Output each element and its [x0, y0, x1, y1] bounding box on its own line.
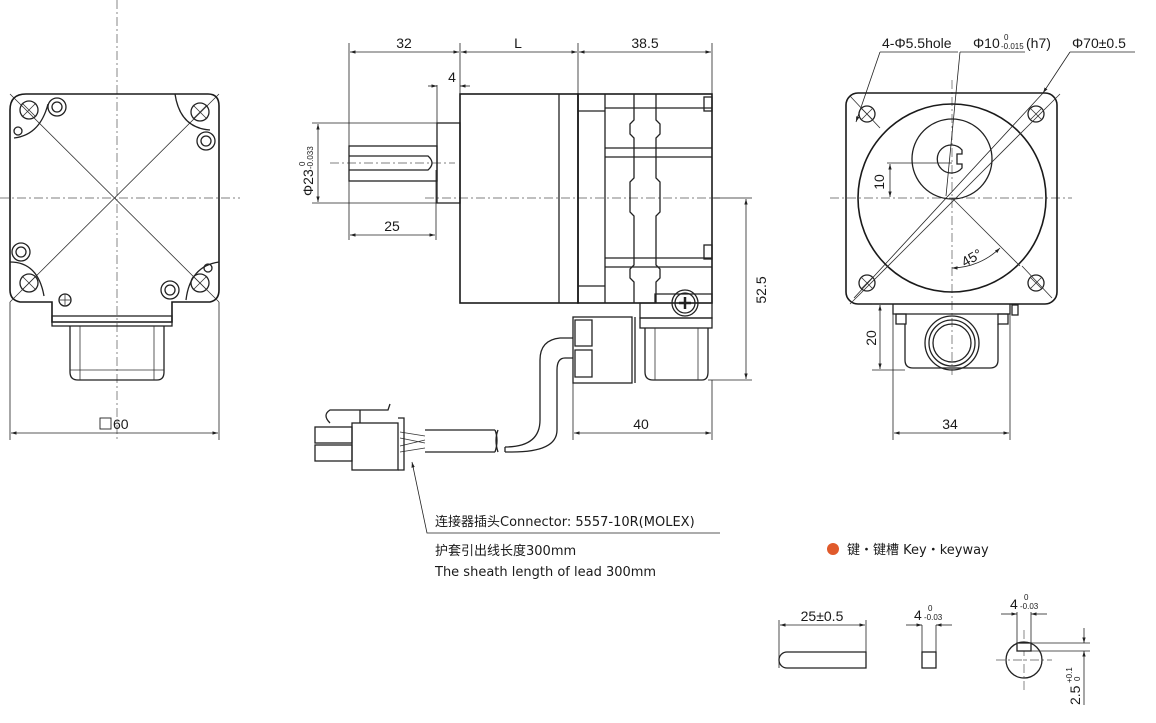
dim-label-4: 4: [448, 69, 456, 85]
rear-flange: [845, 92, 1058, 305]
slot-depth-label: 2.5 +0.1 0: [1065, 667, 1083, 705]
connector-note: 连接器插头Connector: 5557-10R(MOLEX): [435, 514, 695, 530]
front-diagonal-2: [9, 93, 220, 303]
front-housing: [9, 93, 220, 323]
svg-text:-0.03: -0.03: [1020, 602, 1039, 611]
dim-label-25: 25: [384, 218, 400, 234]
svg-text:4: 4: [1010, 596, 1018, 612]
lead-note-cn: 护套引出线长度300mm: [435, 543, 576, 559]
keyed-shaft: [936, 144, 963, 174]
svg-text:0: 0: [1024, 593, 1029, 602]
rear-cable-gland: [924, 315, 980, 371]
dim-label-10: 10: [871, 174, 887, 190]
molex-connector: [314, 403, 405, 471]
key: [349, 155, 433, 171]
holes-label: 4-Φ5.5hole: [882, 35, 952, 51]
svg-text:2.5: 2.5: [1067, 685, 1083, 705]
rear-view: 4-Φ5.5hole Φ10 0 -0.015 (h7) Φ70±0.5 10 …: [830, 33, 1135, 440]
boss-circle: [911, 118, 993, 200]
dim-label-L: L: [514, 35, 522, 51]
front-connector-body: [69, 326, 165, 381]
cable-upper-edge: [504, 337, 573, 448]
key-keyway-section: 键・键槽 Key・keyway 25±0.5 4 0 -0.03 4 0 -0.…: [778, 543, 1090, 705]
svg-text:+0.1: +0.1: [1065, 667, 1074, 683]
phi23-label: Φ23 0 -0.033: [298, 146, 316, 196]
angle-label: 45°: [958, 245, 984, 269]
front-screws: [11, 97, 216, 307]
motor-body: [577, 93, 713, 304]
svg-text:Φ23: Φ23: [300, 169, 316, 196]
svg-text:Φ10: Φ10: [973, 35, 1000, 51]
key-side-shape: [778, 651, 867, 669]
svg-text:4: 4: [914, 607, 922, 623]
dim-label-20: 20: [863, 330, 879, 346]
cable-gland: [572, 316, 633, 384]
front-mount-holes: [19, 100, 210, 293]
pcd-label: Φ70±0.5: [1072, 35, 1126, 51]
dim-label-38-5: 38.5: [631, 35, 658, 51]
svg-text:-0.033: -0.033: [306, 146, 315, 169]
pcd-leader: [1043, 51, 1135, 93]
bullet-icon: [827, 543, 839, 555]
slot-width-label: 4 0 -0.03: [1010, 593, 1039, 612]
dim-label-52-5: 52.5: [753, 276, 769, 303]
gearbox-body: [459, 93, 579, 304]
dim-label-40: 40: [633, 416, 649, 432]
shaft-dia-label: Φ10 0 -0.015 (h7): [973, 33, 1051, 51]
svg-text:0: 0: [298, 161, 307, 166]
dim-label-32: 32: [396, 35, 412, 51]
holes-leader: [855, 51, 881, 123]
angle-45-arc: [951, 247, 1001, 270]
rear-mount-holes: [858, 105, 1045, 292]
svg-text:(h7): (h7): [1026, 35, 1051, 51]
keyway-slot: [1016, 642, 1032, 652]
key-width-label: 4 0 -0.03: [914, 604, 943, 623]
connector-leader: [411, 461, 720, 534]
front-square-label: 60: [113, 416, 129, 432]
side-view: 32 L 38.5 4 25 Φ23 0 -0.033 52.5 40 连接器插…: [298, 35, 769, 580]
svg-text:-0.015: -0.015: [1001, 42, 1024, 51]
ground-screw-icon: [671, 289, 699, 317]
keyway-shaft: [1005, 641, 1043, 679]
key-section-title: 键・键槽 Key・keyway: [847, 543, 989, 558]
shaft-leader: [945, 51, 1025, 197]
svg-text:0: 0: [1004, 33, 1009, 42]
svg-text:-0.03: -0.03: [924, 613, 943, 622]
svg-text:0: 0: [928, 604, 933, 613]
key-length-label: 25±0.5: [801, 608, 844, 624]
key-end-shape: [921, 651, 937, 669]
svg-text:0: 0: [1073, 676, 1082, 681]
front-view: 60: [0, 0, 240, 440]
lead-note-en: The sheath length of lead 300mm: [434, 565, 656, 580]
output-shaft: [348, 145, 438, 182]
dim-label-34: 34: [942, 416, 958, 432]
pilot-circle: [857, 103, 1047, 293]
square-symbol-icon: [99, 417, 112, 430]
